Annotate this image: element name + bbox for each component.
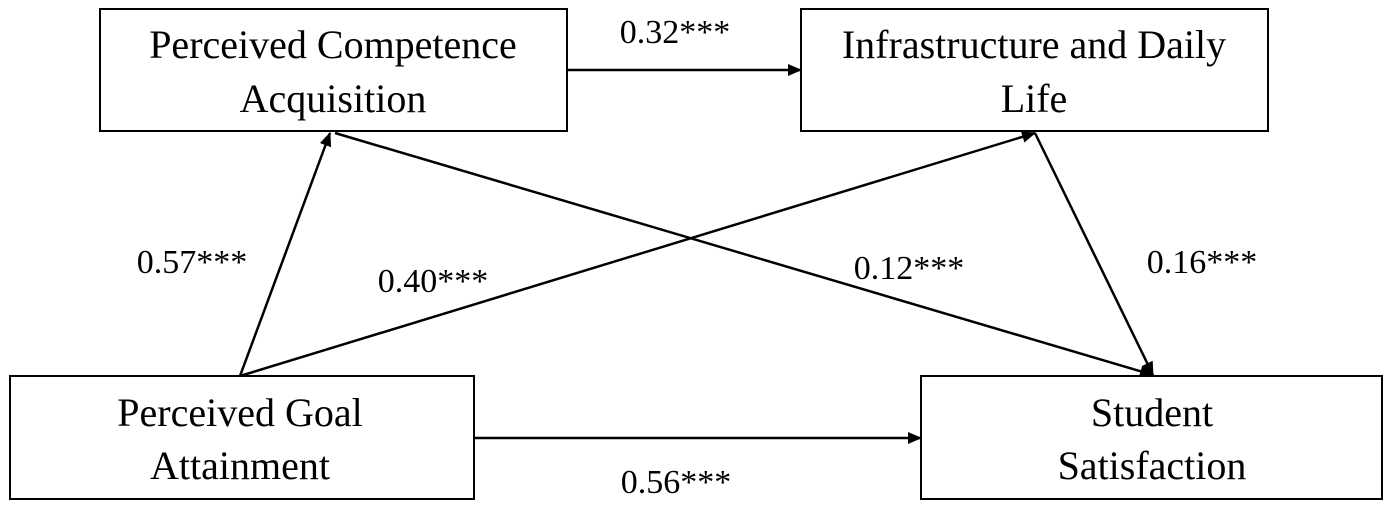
node-label-line2: Life xyxy=(1001,76,1068,121)
node-label-line1: Infrastructure and Daily xyxy=(842,22,1226,67)
arrow-competence-to-satisfaction xyxy=(334,131,1154,378)
node-perceived-goal-attainment: Perceived Goal Attainment xyxy=(9,375,475,500)
node-label-line2: Acquisition xyxy=(240,76,427,121)
arrow-goal-to-infrastructure xyxy=(239,131,1036,378)
arrow-infrastructure-to-satisfaction xyxy=(1033,132,1155,376)
node-label-line1: Student xyxy=(1091,390,1213,435)
coefficient-competence-to-satisfaction: 0.12*** xyxy=(854,250,965,287)
node-perceived-competence-acquisition: Perceived Competence Acquisition xyxy=(99,8,568,132)
node-student-satisfaction: Student Satisfaction xyxy=(920,375,1383,500)
coefficient-infrastructure-to-satisfaction: 0.16*** xyxy=(1147,244,1258,281)
node-infrastructure-and-daily-life: Infrastructure and Daily Life xyxy=(800,8,1269,132)
node-label-line2: Attainment xyxy=(150,443,330,488)
coefficient-competence-to-infrastructure: 0.32*** xyxy=(620,14,731,51)
coefficient-goal-to-infrastructure: 0.40*** xyxy=(378,263,489,300)
node-label-line1: Perceived Competence xyxy=(149,22,517,67)
coefficient-goal-to-satisfaction: 0.56*** xyxy=(621,464,732,501)
node-label-line1: Perceived Goal xyxy=(117,390,362,435)
coefficient-goal-to-competence: 0.57*** xyxy=(137,244,248,281)
node-label-line2: Satisfaction xyxy=(1058,443,1247,488)
arrow-goal-to-competence xyxy=(238,132,332,377)
